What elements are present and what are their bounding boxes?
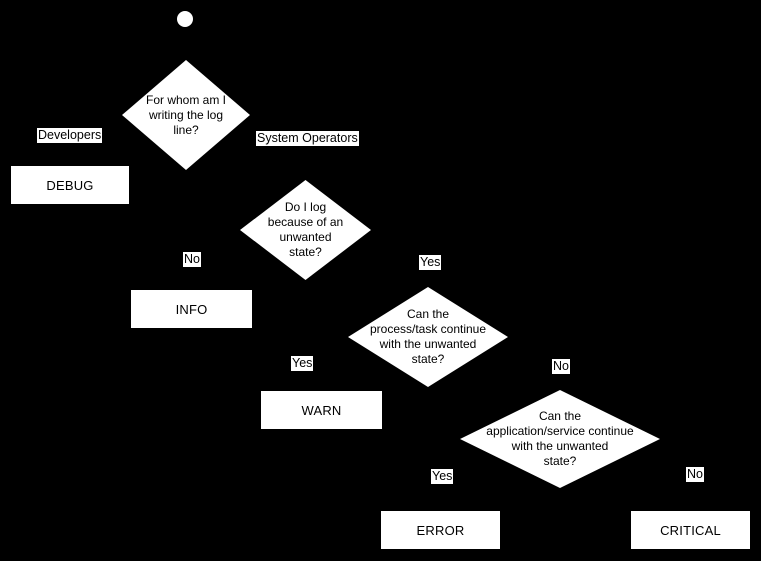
decision-node-application-continue: Can the application/service continue wit… <box>460 390 660 488</box>
outcome-info: INFO <box>131 290 252 328</box>
decision-node-audience: For whom am I writing the log line? <box>122 60 250 170</box>
edge-label-yes-to-error: Yes <box>431 469 454 484</box>
edge-label-developers: Developers <box>37 128 103 143</box>
edge-label-system-operators: System Operators <box>256 131 359 146</box>
decision-question: For whom am I writing the log line? <box>145 92 226 137</box>
start-node-circle <box>177 11 193 27</box>
decision-question: Do I log because of an unwanted state? <box>267 200 344 259</box>
edge-label-yes-to-warn: Yes <box>291 356 314 371</box>
decision-node-unwanted-state: Do I log because of an unwanted state? <box>240 180 371 280</box>
outcome-critical: CRITICAL <box>631 511 750 549</box>
edge-label-no-to-critical: No <box>686 467 704 482</box>
outcome-warn: WARN <box>261 391 382 429</box>
edge-label-yes-to-process-decision: Yes <box>419 255 442 270</box>
decision-question: Can the application/service continue wit… <box>486 409 634 468</box>
decision-question: Can the process/task continue with the u… <box>369 307 487 366</box>
outcome-debug: DEBUG <box>11 166 129 204</box>
edge-label-no-to-application-decision: No <box>552 359 570 374</box>
outcome-error: ERROR <box>381 511 500 549</box>
decision-node-process-continue: Can the process/task continue with the u… <box>348 287 508 387</box>
edge-label-no-to-info: No <box>183 252 201 267</box>
